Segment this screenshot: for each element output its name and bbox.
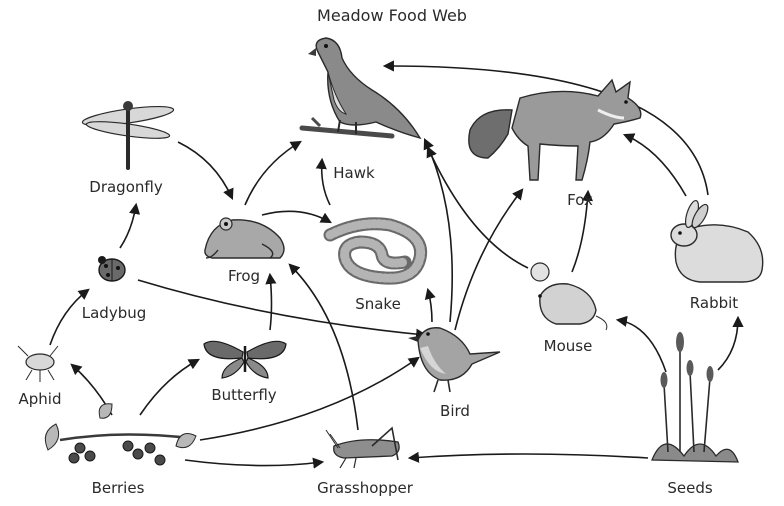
label-berries: Berries [91, 479, 145, 497]
label-frog: Frog [227, 267, 261, 285]
dragonfly-illustration [81, 101, 175, 170]
hawk-illustration [299, 37, 422, 140]
arrow-butterfly-to-frog [265, 272, 277, 331]
arrow-ladybug-to-dragonfly [119, 202, 141, 249]
label-fox: Fox [567, 191, 593, 209]
butterfly-illustration [203, 340, 287, 379]
arrow-frog-to-hawk [244, 140, 302, 206]
arrow-berries-to-butterfly [139, 358, 200, 416]
arrow-seeds-to-mouse [615, 315, 667, 373]
bird-illustration [408, 327, 501, 393]
label-seeds: Seeds [667, 479, 713, 497]
label-snake: Snake [355, 295, 401, 313]
snake-illustration [323, 217, 428, 285]
arrow-ladybug-to-bird [137, 279, 428, 340]
rabbit-illustration [670, 199, 764, 283]
frog-illustration [204, 217, 285, 259]
mouse-illustration [530, 262, 608, 331]
berries-illustration [44, 403, 197, 466]
arrow-snake-to-hawk [315, 157, 331, 206]
arrow-mouse-to-fox [571, 189, 594, 273]
label-ladybug: Ladybug [81, 304, 147, 322]
arrow-seeds-to-grasshopper [407, 451, 649, 463]
fox-illustration [468, 78, 642, 181]
arrow-bird-to-fox [454, 188, 524, 331]
seeds-illustration [651, 332, 739, 463]
label-grasshopper: Grasshopper [317, 479, 413, 497]
label-butterfly: Butterfly [211, 386, 277, 404]
diagram-title: Meadow Food Web [317, 6, 467, 25]
label-dragonfly: Dragonfly [89, 178, 163, 196]
label-rabbit: Rabbit [689, 294, 739, 312]
arrow-berries-to-bird [199, 356, 420, 441]
arrow-rabbit-to-fox [622, 133, 687, 197]
label-aphid: Aphid [18, 390, 62, 408]
label-hawk: Hawk [333, 164, 375, 182]
grasshopper-illustration [325, 426, 400, 469]
arrow-bird-to-snake [424, 287, 436, 323]
arrow-grasshopper-to-frog [288, 263, 359, 431]
arrow-berries-to-grasshopper [184, 457, 325, 469]
aphid-illustration [17, 345, 59, 382]
arrow-mouse-to-hawk [426, 145, 529, 269]
arrow-aphid-to-ladybug [49, 288, 90, 346]
arrow-frog-to-snake [261, 210, 332, 224]
ladybug-illustration [98, 256, 126, 282]
arrow-dragonfly-to-frog [177, 141, 234, 201]
arrow-seeds-to-rabbit [717, 315, 744, 371]
label-mouse: Mouse [543, 337, 593, 355]
label-bird: Bird [440, 402, 470, 420]
